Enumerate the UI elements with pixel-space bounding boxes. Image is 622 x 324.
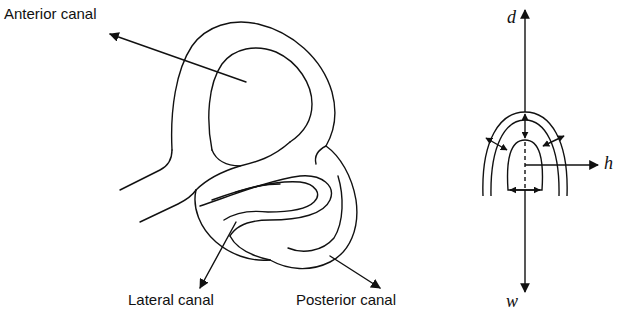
dimension-label: h bbox=[604, 154, 613, 174]
part-label: Anterior canal bbox=[4, 6, 97, 23]
dimension-label: w bbox=[506, 292, 518, 312]
dimension-label: d bbox=[507, 8, 516, 28]
cross-section bbox=[483, 10, 598, 292]
part-label: Lateral canal bbox=[128, 292, 214, 309]
part-label: Posterior canal bbox=[296, 292, 396, 309]
